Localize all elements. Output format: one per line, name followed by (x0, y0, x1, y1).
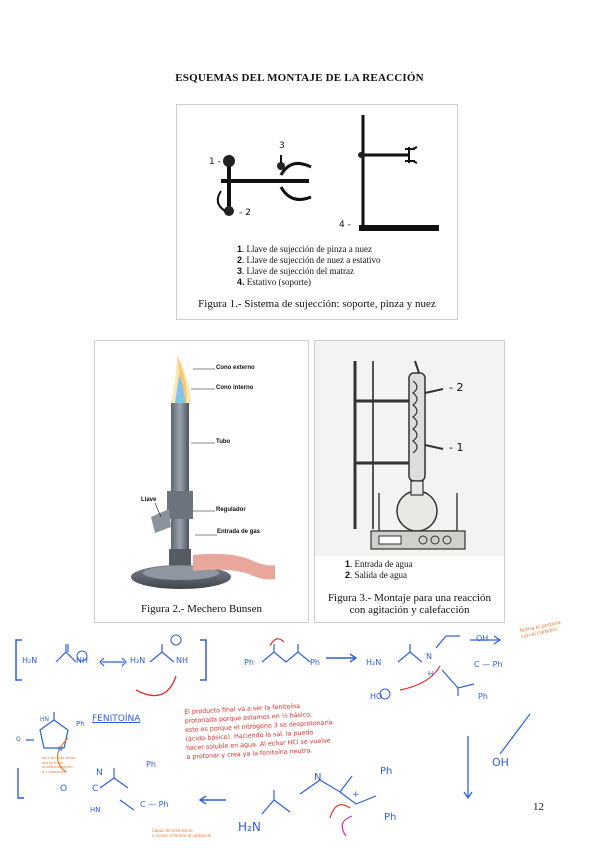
chem-o-fen: O (16, 736, 21, 743)
chem-ph-2: Ph (310, 658, 320, 667)
chem-ph-3: Ph (478, 692, 488, 701)
label-cono-interno: Cono interno (216, 385, 254, 391)
chem-o-left: O (60, 784, 68, 794)
bunsen-drawing (131, 355, 275, 589)
note-line: va a ser más ácido (42, 756, 76, 760)
legend-item: 4. Estativo (soporte) (237, 277, 312, 287)
chem-c-ph-left: C — Ph (140, 800, 169, 809)
chem-hn-fen: HN (40, 716, 49, 723)
chem-h2n-c: H₂N (366, 658, 382, 667)
chem-hn-left: HN (90, 806, 101, 814)
chem-plus: + (352, 790, 360, 800)
note-line: a 2 carbonilos (42, 769, 67, 774)
reflux-setup-drawing (315, 341, 504, 556)
page-number: 12 (533, 801, 544, 813)
label-tubo: Tubo (216, 439, 231, 445)
note-line: la deslocalización (42, 765, 73, 769)
legend-item: 2. Llave de sujección de nuez a estativo (237, 255, 381, 265)
chem-ph-fen: Ph (76, 720, 85, 728)
fig3-legend: 1. Entrada de agua 2. Salida de agua (345, 559, 412, 581)
note-orange-left: va a ser más ácido que el N por la deslo… (42, 756, 75, 774)
chem-n-c: N (426, 652, 432, 661)
fig1-label-2: - 2 (239, 208, 251, 218)
label-llave: Llave (141, 497, 157, 503)
fig1-label-1: 1 - (209, 157, 221, 167)
chem-c-ph: C — Ph (474, 660, 503, 669)
legend-item: 1. Llave de sujección de pinza a nuez (237, 244, 372, 254)
chem-h2n-d: H₂N (238, 820, 261, 834)
fig1-legend: 1. Llave de sujección de pinza a nuez 2.… (237, 244, 380, 288)
fig3-caption: Figura 3.- Montaje para una reacción con… (315, 592, 504, 616)
chem-ph-r2: Ph (384, 812, 397, 823)
chem-c-left: C (92, 784, 99, 794)
label-entrada-gas: Entrada de gas (217, 529, 261, 535)
label-cono-externo: Cono externo (216, 365, 255, 371)
legend-item: 2. Salida de agua (345, 570, 407, 580)
chem-n-fen: N (58, 746, 63, 753)
note-line: o volver a formar el carbonilo (152, 833, 212, 838)
note-red-paragraph: El producto final va a ser la fenitoína … (184, 700, 334, 762)
caption-line: Figura 3.- Montaje para una reacción (327, 592, 492, 604)
legend-item: 1. Entrada de agua (345, 559, 413, 569)
fig1-label-4: 4 - (339, 220, 351, 230)
caption-line: con agitación y calefacción (349, 604, 470, 616)
figure-1-clamp-system: 1 - - 2 3 4 - 1. Llave de sujección de p… (176, 104, 458, 320)
chem-ph-1: Ph (244, 658, 254, 667)
fig3-label-2: - 2 (449, 381, 464, 394)
figure-2-bunsen-burner: Cono externo Cono interno Tubo Llave Reg… (94, 340, 309, 623)
chem-n-left: N (96, 768, 103, 778)
figure-3-reaction-setup: - 2 - 1 1. Entrada de agua 2. Salida de … (314, 340, 505, 623)
chem-ph-left-1: Ph (146, 760, 156, 769)
fig2-caption: Figura 2.- Mechero Bunsen (141, 603, 262, 615)
chem-oh-right: OH (492, 756, 509, 769)
chem-ph-r1: Ph (380, 766, 393, 777)
note-line: que el N por (42, 760, 64, 765)
chem-oh-top: OH (476, 634, 489, 643)
clamp-drawing (216, 115, 439, 231)
chem-h-c: H (428, 670, 434, 678)
label-regulador: Regulador (216, 507, 246, 513)
legend-item: 3. Llave de sujección del matraz (237, 266, 354, 276)
page-title: ESQUEMAS DEL MONTAJE DE LA REACCIÓN (175, 72, 424, 84)
fig3-label-1: - 1 (449, 441, 464, 454)
chem-nh-b: NH (176, 656, 188, 665)
note-orange-bottom: Capaz de eliminarse o volver a formar el… (152, 828, 211, 838)
fig1-caption: Figura 1.- Sistema de sujección: soporte… (198, 298, 436, 310)
chem-h2n-b: H₂N (130, 656, 146, 665)
note-line: Capaz de eliminarse (152, 828, 193, 833)
chem-ho: HO (370, 692, 383, 701)
fig1-label-3: 3 (279, 141, 285, 151)
chem-nh-a: NH (76, 656, 88, 665)
label-fenitoina: FENITOÍNA (92, 714, 141, 724)
chem-n-d: N (314, 772, 322, 783)
chem-h2n-a: H₂N (22, 656, 38, 665)
handwritten-mechanism-drawing (15, 634, 531, 837)
